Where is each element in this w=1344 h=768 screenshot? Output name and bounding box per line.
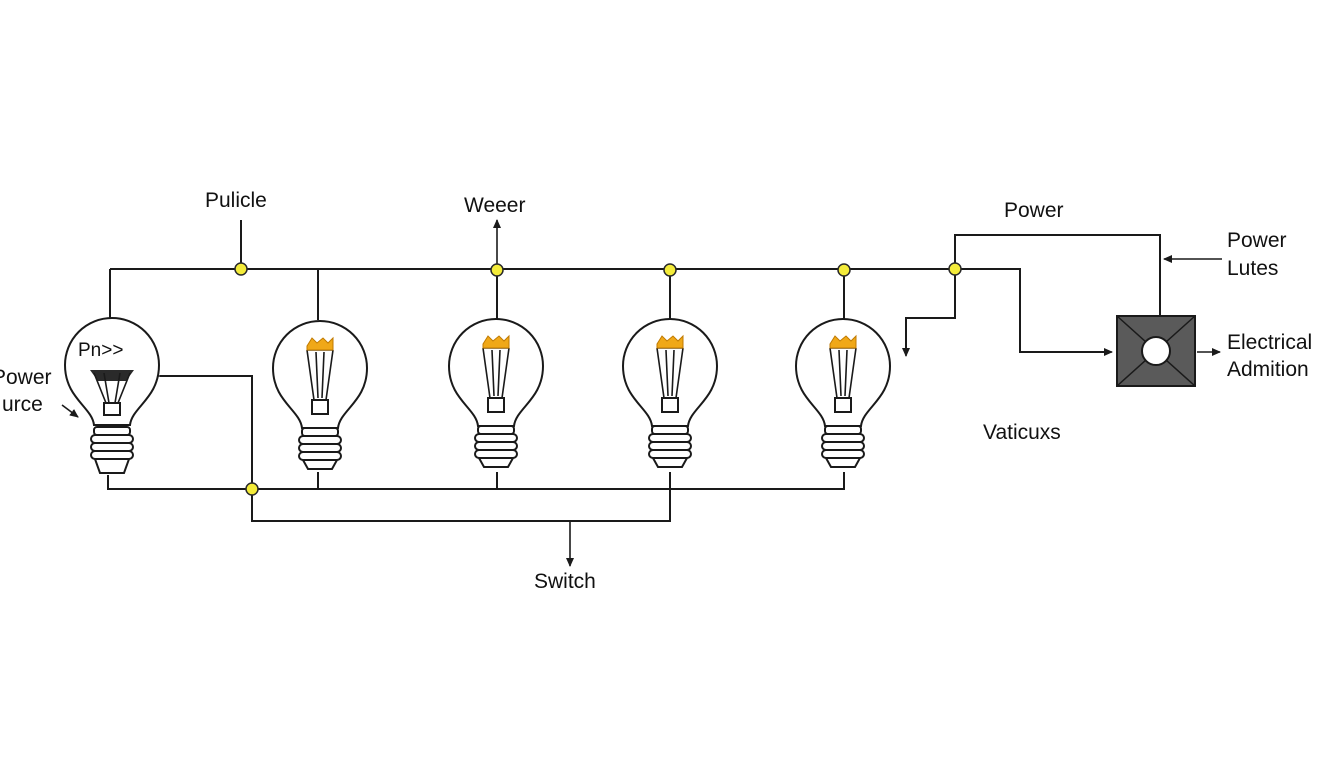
label-power-source-2: urce bbox=[2, 393, 43, 416]
bulb-4 bbox=[622, 317, 718, 468]
label-weeer: Weeer bbox=[464, 194, 525, 217]
bulb-5 bbox=[795, 317, 891, 468]
label-power-lutes-2: Lutes bbox=[1227, 257, 1278, 280]
light-bulb-icon bbox=[272, 319, 368, 470]
label-bulb-1: Pn>> bbox=[78, 340, 123, 361]
label-power-lutes-1: Power bbox=[1227, 229, 1287, 252]
light-bulb-icon bbox=[795, 317, 891, 468]
label-power-top: Power bbox=[1004, 199, 1064, 222]
junction-nodes bbox=[234, 262, 962, 496]
label-electrical-1: Electrical bbox=[1227, 331, 1312, 354]
arrows bbox=[61, 219, 1222, 567]
label-electrical-2: Admition bbox=[1227, 358, 1309, 381]
label-pulicle: Pulicle bbox=[205, 189, 267, 212]
bulb-2 bbox=[272, 319, 368, 470]
light-bulb-icon bbox=[448, 317, 544, 468]
light-bulb-icon bbox=[63, 317, 161, 474]
light-bulb-icon bbox=[622, 317, 718, 468]
bulb-1 bbox=[63, 317, 161, 474]
label-switch: Switch bbox=[534, 570, 596, 593]
label-power-source-1: Power bbox=[0, 366, 52, 389]
bulb-3 bbox=[448, 317, 544, 468]
electrical-box-icon bbox=[1116, 315, 1196, 387]
label-vaticuxs: Vaticuxs bbox=[983, 421, 1061, 444]
